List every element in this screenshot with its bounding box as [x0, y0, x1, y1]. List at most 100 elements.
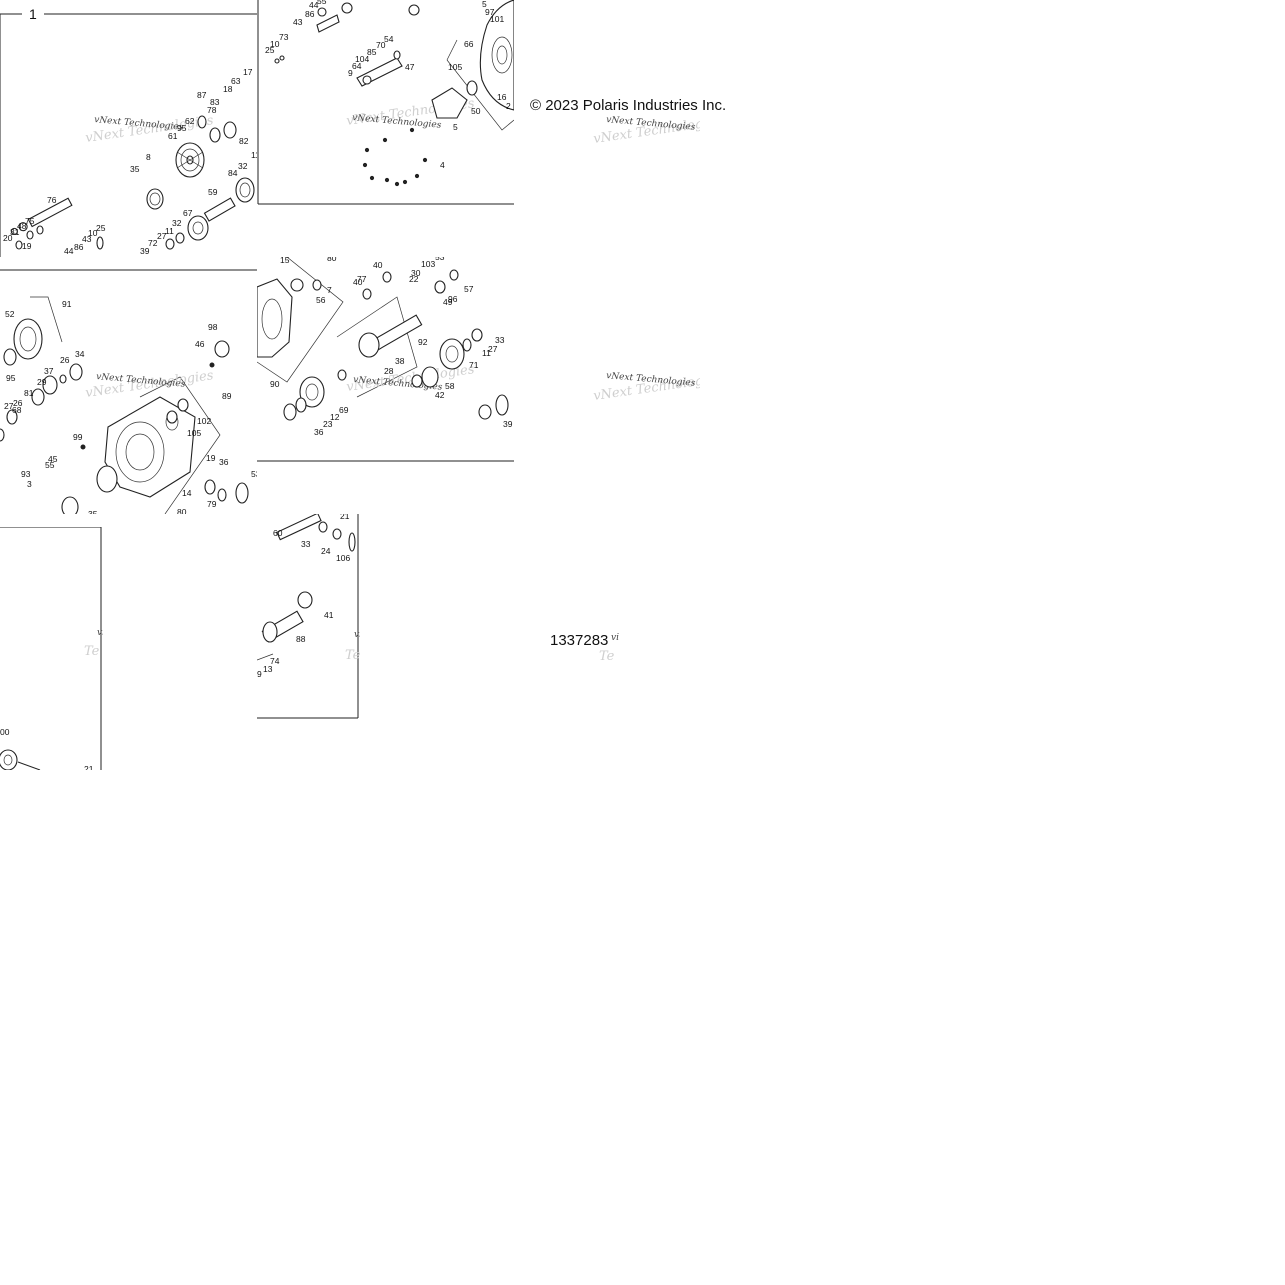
- part-callout-label: 36: [314, 427, 324, 437]
- part-callout-label: 42: [435, 390, 445, 400]
- part-callout-label: 95: [6, 373, 16, 383]
- part-callout-label: 38: [395, 356, 405, 366]
- part-callout-label: 74: [270, 656, 280, 666]
- part-callout-label: 39: [140, 246, 150, 256]
- part-callout-label: 4: [440, 160, 445, 170]
- part-callout-label: 64: [352, 61, 362, 71]
- part-callout-label: 79: [207, 499, 217, 509]
- part-callout-label: 11: [251, 150, 257, 160]
- part-callout-label: 14: [182, 488, 192, 498]
- part-callout-label: 78: [207, 105, 217, 115]
- part-callout-label: 33: [301, 539, 311, 549]
- part-callout-label: 00: [0, 727, 10, 737]
- part-callout-label: 11: [165, 226, 174, 236]
- part-callout-label: 70: [376, 40, 386, 50]
- part-callout-label: 26: [13, 398, 23, 408]
- part-callout-label: 10: [88, 228, 98, 238]
- part-callout-label: 86: [305, 9, 315, 19]
- part-callout-label: 19: [206, 453, 216, 463]
- part-callout-label: 16: [497, 92, 507, 102]
- part-callout-label: 106: [336, 553, 350, 563]
- part-callout-label: 33: [495, 335, 505, 345]
- part-callout-label: 75: [25, 216, 35, 226]
- part-callout-label: 27: [488, 344, 498, 354]
- part-callout-label: 52: [5, 309, 15, 319]
- part-callout-label: 40: [373, 260, 383, 270]
- part-callout-label: 30: [411, 268, 421, 278]
- part-callout-label: 89: [222, 391, 232, 401]
- part-labels: 5291953726342981266827984689102105995545…: [4, 299, 257, 514]
- part-callout-label: 76: [47, 195, 57, 205]
- part-callout-label: 9: [257, 669, 262, 679]
- part-callout-label: 99: [73, 432, 83, 442]
- watermark-area: vNext Technologies vNext Technologies: [590, 362, 700, 422]
- part-callout-label: 32: [238, 161, 248, 171]
- part-callout-label: 40: [353, 277, 363, 287]
- part-callout-label: 22: [409, 274, 419, 284]
- part-callout-label: 84: [228, 168, 238, 178]
- part-callout-label: 36: [219, 457, 229, 467]
- part-callout-label: 19: [22, 241, 32, 251]
- part-callout-label: 17: [243, 67, 253, 77]
- part-callout-label: 101: [490, 14, 504, 24]
- part-callout-label: 24: [321, 546, 331, 556]
- part-labels: 5971014455864373102554104857064947661055…: [265, 0, 511, 170]
- part-callout-label: 3: [27, 479, 32, 489]
- part-callout-label: 87: [197, 90, 207, 100]
- part-callout-label: 35: [88, 509, 98, 514]
- watermark-fragment: vi: [354, 630, 360, 640]
- part-callout-label: 80: [327, 257, 337, 263]
- part-labels: 00 21: [0, 727, 94, 770]
- part-callout-label: 80: [177, 507, 187, 514]
- diagram-tile-middle-left: vNext Technologies vNext Technologies 52…: [0, 257, 257, 514]
- watermark-fragment: Te: [84, 644, 100, 659]
- watermark-area: vNext Technologies vNext Technologies: [590, 110, 700, 170]
- diagram-tile-middle-center: vNext Technologies vNext Technologies 15…: [257, 257, 514, 462]
- part-callout-label: 61: [168, 131, 178, 141]
- part-callout-label: 15: [280, 257, 290, 265]
- part-callout-label: 13: [263, 664, 273, 674]
- part-callout-label: 21: [84, 764, 94, 770]
- frame-number: 1: [29, 6, 37, 22]
- part-callout-label: 57: [464, 284, 474, 294]
- copyright-text: © 2023 Polaris Industries Inc.: [530, 97, 727, 114]
- watermark-fragment: Te: [345, 648, 360, 663]
- part-callout-label: 85: [367, 47, 377, 57]
- part-callout-label: 53: [251, 469, 257, 479]
- part-callout-label: 27: [157, 231, 167, 241]
- part-callout-label: 23: [323, 419, 333, 429]
- part-callout-label: 9: [348, 68, 353, 78]
- diagram-tile-top-left: 1 vNext Technologies vNext Technologies: [0, 0, 257, 257]
- part-callout-label: 66: [464, 39, 474, 49]
- part-callout-label: 26: [60, 355, 70, 365]
- part-callout-label: 59: [208, 187, 218, 197]
- part-callout-label: 5: [482, 0, 487, 9]
- part-callout-label: 37: [44, 366, 54, 376]
- part-callout-label: 63: [231, 76, 241, 86]
- part-callout-label: 21: [340, 514, 350, 521]
- part-callout-label: 45: [48, 454, 58, 464]
- part-callout-label: 48: [17, 221, 27, 231]
- part-callout-label: 34: [75, 349, 85, 359]
- part-callout-label: 20: [3, 233, 13, 243]
- part-callout-label: 67: [183, 208, 193, 218]
- part-callout-label: 86: [74, 242, 84, 252]
- part-callout-label: 25: [96, 223, 106, 233]
- part-callout-label: 91: [62, 299, 72, 309]
- part-callout-label: 53: [435, 257, 445, 262]
- part-callout-label: 39: [503, 419, 513, 429]
- part-callout-label: 44: [64, 246, 74, 256]
- part-callout-label: 105: [187, 428, 201, 438]
- part-callout-label: 62: [185, 116, 195, 126]
- part-callout-label: 73: [279, 32, 289, 42]
- part-callout-label: 96: [448, 294, 458, 304]
- part-callout-label: 43: [82, 234, 92, 244]
- part-callout-label: 35: [130, 164, 140, 174]
- part-callout-label: 105: [448, 62, 462, 72]
- part-callout-label: 102: [197, 416, 211, 426]
